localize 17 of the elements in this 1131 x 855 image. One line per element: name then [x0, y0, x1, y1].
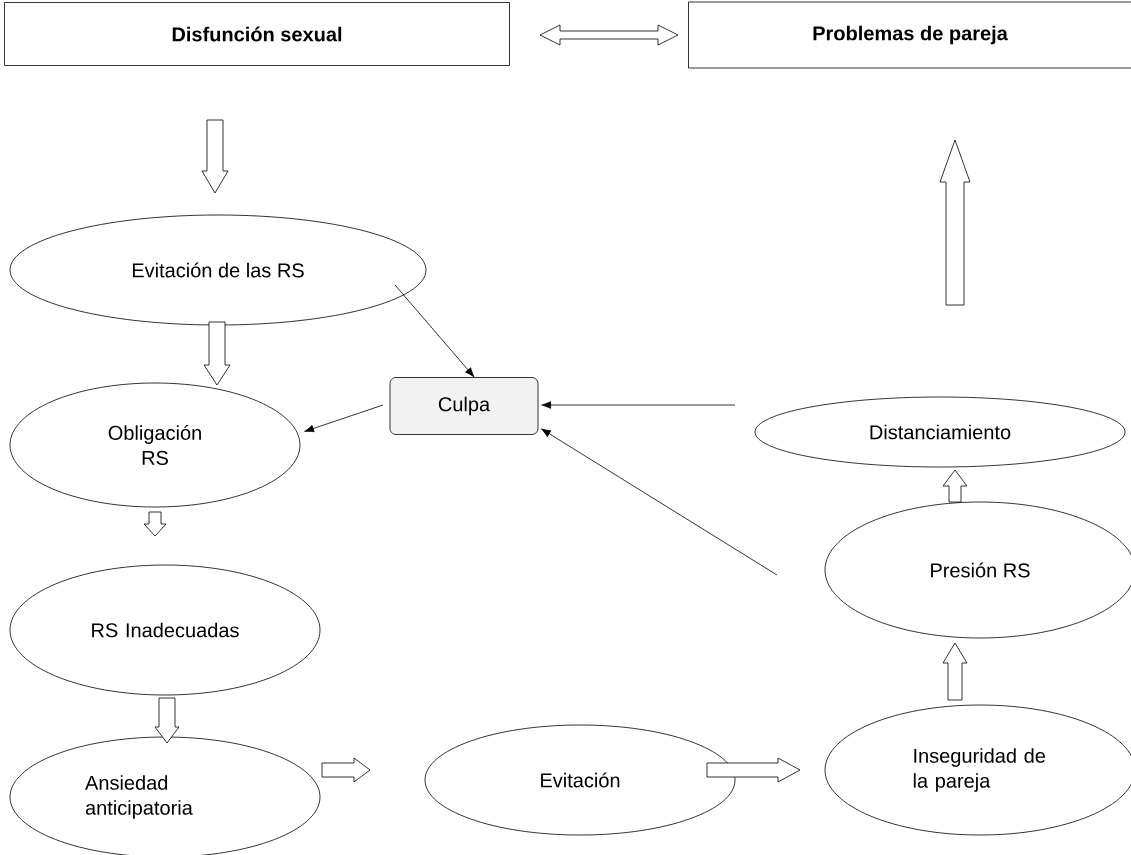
process-box: Disfunción sexual	[4, 2, 510, 66]
block-arrow	[942, 469, 968, 503]
block-arrow	[321, 757, 371, 783]
block-arrow	[143, 511, 167, 537]
arrow	[541, 401, 736, 409]
block-arrow	[203, 321, 231, 386]
block-arrow	[942, 642, 968, 701]
block-arrow	[201, 119, 229, 194]
arrow	[304, 404, 384, 433]
block-arrow	[539, 24, 679, 46]
rounded-box: Culpa	[389, 377, 539, 435]
arrow	[541, 428, 778, 576]
block-arrow	[706, 757, 801, 783]
process-box: Problemas de pareja	[688, 1, 1131, 69]
arrow	[394, 284, 475, 378]
block-arrow	[939, 139, 971, 306]
block-arrow	[154, 697, 180, 744]
